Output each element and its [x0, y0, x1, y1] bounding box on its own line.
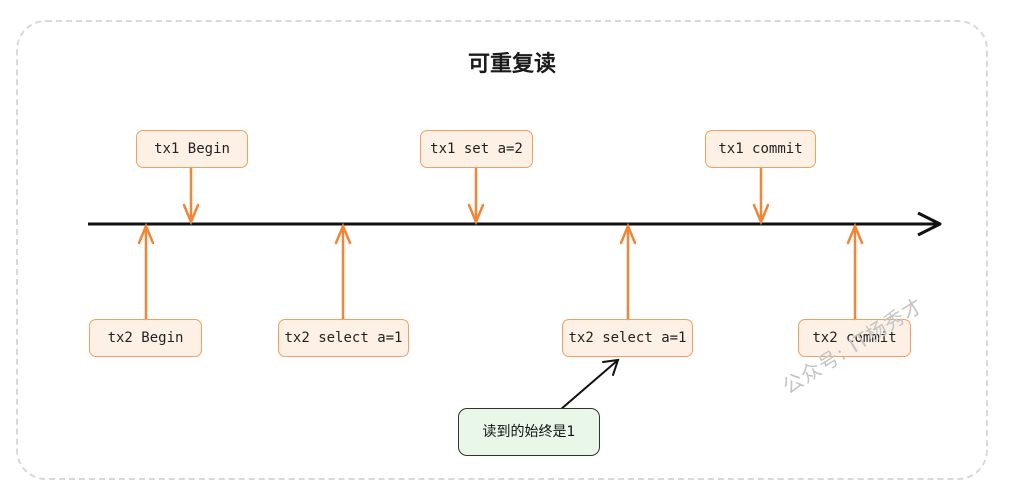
tx1-commit-box: tx1 commit	[705, 130, 816, 168]
tx1-set-box: tx1 set a=2	[420, 130, 533, 168]
note-box: 读到的始终是1	[458, 408, 600, 456]
tx2-select-box-1: tx2 select a=1	[278, 319, 409, 357]
tx1-commit-arrowhead	[752, 203, 770, 226]
tx2-select1-arrowhead	[334, 222, 352, 245]
tx2-begin-arrowhead	[137, 222, 155, 245]
tx1-set-arrowhead	[467, 203, 485, 226]
diagram-title: 可重复读	[467, 52, 556, 77]
tx2-select2-arrowhead	[619, 222, 637, 245]
tx2-commit-box: tx2 commit	[798, 319, 911, 357]
timeline-arrowhead	[917, 211, 942, 237]
tx2-commit-arrowhead	[846, 222, 864, 245]
tx2-begin-box: tx2 Begin	[89, 319, 202, 357]
tx1-begin-box: tx1 Begin	[136, 130, 248, 168]
diagram-frame	[16, 20, 988, 480]
note-pointer-arrowhead	[602, 358, 620, 376]
note-pointer-arrow	[559, 359, 619, 411]
tx2-select-box-2: tx2 select a=1	[562, 319, 693, 357]
tx1-begin-arrowhead	[182, 203, 200, 226]
